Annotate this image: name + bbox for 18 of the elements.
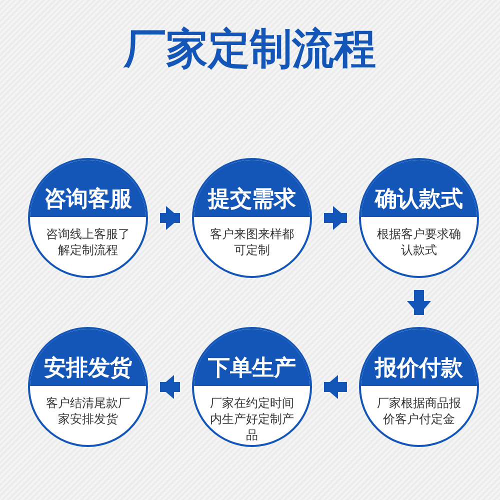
step-description: 厂家根据商品报价客户付定金 xyxy=(376,395,462,427)
title: 厂家定制流程 xyxy=(122,28,377,70)
arrow xyxy=(407,290,431,315)
step-description: 客户来图来样都可定制 xyxy=(210,226,294,258)
step-heading: 报价付款 xyxy=(375,358,463,380)
step-heading: 安排发货 xyxy=(44,358,132,380)
step-description: 客户结清尾款厂家安排发货 xyxy=(46,395,130,427)
step-heading: 咨询客服 xyxy=(44,189,132,211)
step-description: 根据客户要求确认款式 xyxy=(376,226,462,258)
arrow xyxy=(160,375,180,399)
step-description: 咨询线上客服了解定制流程 xyxy=(46,226,130,258)
step-description: 厂家在约定时间内生产好定制产品 xyxy=(210,395,294,443)
arrow xyxy=(324,375,347,399)
arrow xyxy=(324,206,347,230)
arrow xyxy=(160,206,180,230)
step-heading: 提交需求 xyxy=(208,189,296,211)
step-heading: 确认款式 xyxy=(375,189,463,211)
step-heading: 下单生产 xyxy=(208,358,296,380)
